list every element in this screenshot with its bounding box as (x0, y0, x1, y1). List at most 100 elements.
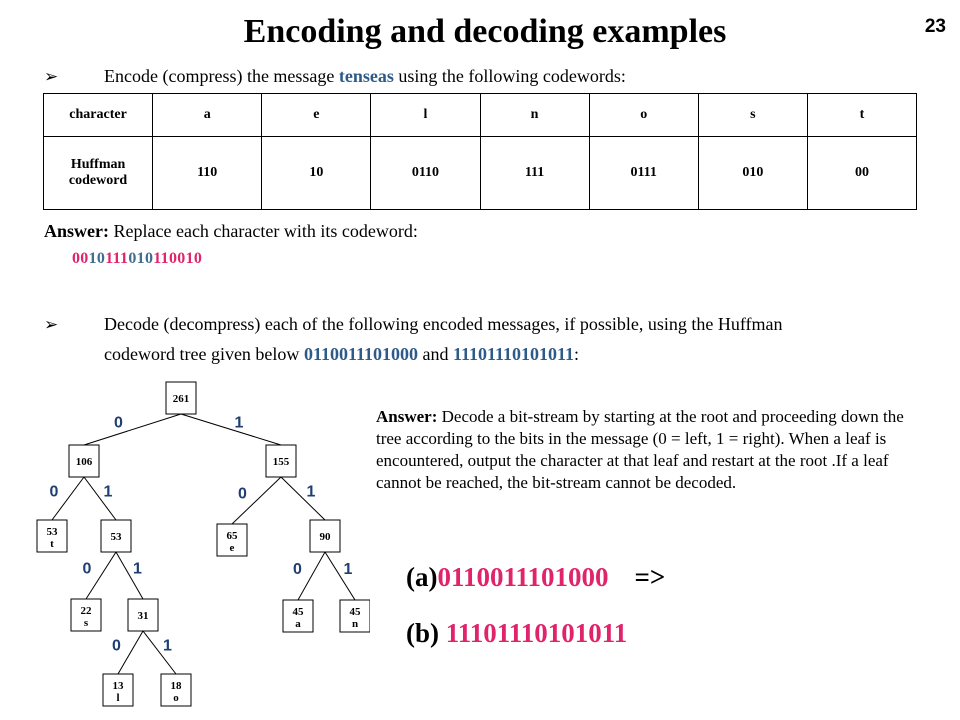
table-char-cell: t (806, 93, 918, 137)
node-weight: 65 (227, 530, 239, 542)
tree-edge (231, 476, 282, 525)
node-char: a (295, 618, 301, 630)
tree-internal-node: 90 (309, 519, 341, 553)
tree-edge (117, 630, 144, 675)
edge-bit-label: 0 (238, 486, 247, 503)
node-weight: 53 (111, 531, 123, 543)
node-weight: 45 (293, 606, 305, 618)
tree-edge (142, 630, 177, 675)
node-weight: 90 (320, 531, 332, 543)
encoded-segment: 111 (105, 250, 129, 267)
node-weight: 22 (81, 605, 93, 617)
tree-edge (83, 413, 182, 446)
table-code-cell: 0111 (588, 136, 699, 210)
row-label-line1: Huffman (70, 157, 126, 172)
node-weight: 53 (47, 526, 59, 538)
bullet-decode: ➢ Decode (decompress) each of the followi… (44, 313, 782, 336)
node-char: n (352, 618, 358, 630)
answer-encode-text: Replace each character with its codeword… (109, 221, 418, 241)
answer-encode: Answer: Replace each character with its … (44, 220, 418, 242)
page-number: 23 (924, 16, 946, 37)
answer-label: Answer: (44, 221, 109, 241)
node-char: o (173, 692, 179, 704)
decode-message-1: 0110011101000 (303, 344, 418, 364)
table-code-cell: 10 (261, 136, 372, 210)
edge-bit-label: 1 (133, 561, 142, 578)
table-char-cell: e (261, 93, 372, 137)
node-char: t (50, 538, 54, 550)
edge-bit-label: 1 (163, 638, 172, 655)
bullet-encode-text-end: using the following codewords: (393, 66, 626, 86)
table-char-cell: s (697, 93, 808, 137)
table-char-cell: a (152, 93, 263, 137)
decode-message-2: 11101110101011 (452, 344, 575, 364)
table-char-cell: l (370, 93, 481, 137)
bullet-encode: ➢ Encode (compress) the message tenseas u… (44, 65, 626, 88)
example-a-bits: 0110011101000 (437, 562, 609, 592)
node-char: l (116, 692, 119, 704)
encoded-segment: 010 (128, 250, 154, 267)
tree-edge (180, 413, 282, 446)
tree-internal-node: 261 (165, 381, 197, 415)
table-code-cell: 110 (152, 136, 263, 210)
bullet-arrow-icon: ➢ (44, 315, 59, 334)
edge-bit-label: 0 (83, 561, 92, 578)
tree-edge (83, 476, 117, 521)
tree-leaf-node: 45n (339, 599, 370, 633)
example-a-arrow: => (634, 562, 666, 592)
tree-leaf-node: 22s (70, 598, 102, 632)
table-code-cell: 00 (806, 136, 918, 210)
bullet-decode-text-2: codeword tree given below (104, 344, 304, 364)
tree-internal-node: 106 (68, 444, 100, 478)
bullet-decode-text: Decode (decompress) each of the followin… (104, 314, 783, 334)
bullet-encode-text: Encode (compress) the message (104, 66, 339, 86)
tree-edge (324, 551, 356, 601)
node-weight: 31 (138, 610, 149, 622)
edge-bit-label: 0 (112, 638, 121, 655)
tree-internal-node: 31 (127, 598, 159, 632)
tree-edge (85, 551, 117, 600)
bullet-decode-and: and (417, 344, 453, 364)
message-word: tenseas (338, 66, 394, 86)
tree-edge (115, 551, 144, 600)
node-weight: 261 (173, 393, 190, 405)
table-code-cell: 010 (697, 136, 808, 210)
answer-label: Answer: (376, 407, 438, 426)
example-b: (b) 11101110101011 (406, 618, 627, 649)
table-header-row: character a e l n o s t (42, 93, 918, 137)
tree-edge (280, 476, 326, 521)
edge-bit-label: 0 (50, 484, 59, 501)
tree-leaf-node: 53t (36, 519, 68, 553)
example-b-bits: 11101110101011 (445, 618, 628, 648)
tree-leaf-node: 18o (160, 673, 192, 707)
node-weight: 13 (113, 680, 125, 692)
tree-internal-node: 155 (265, 444, 297, 478)
tree-edge (51, 476, 85, 521)
table-char-cell: o (588, 93, 699, 137)
tree-leaf-node: 45a (282, 599, 314, 633)
tree-leaf-node: 13l (102, 673, 134, 707)
node-char: e (230, 542, 235, 554)
answer-decode-text: Decode a bit-stream by starting at the r… (376, 407, 904, 492)
bullet-decode-colon: : (574, 344, 580, 364)
edge-bit-label: 1 (307, 484, 316, 501)
edge-bit-label: 1 (344, 561, 353, 578)
answer-decode: Answer: Decode a bit-stream by starting … (376, 406, 912, 494)
encoded-segment: 010 (177, 250, 203, 267)
example-a: (a)0110011101000 => (406, 562, 665, 593)
example-a-label: (a) (406, 562, 438, 592)
node-weight: 155 (273, 456, 290, 468)
row-label-line2: codeword (68, 173, 128, 188)
encoded-segment: 110 (153, 250, 178, 267)
edge-bit-label: 1 (235, 415, 244, 432)
node-char: s (84, 617, 89, 629)
bullet-arrow-icon: ➢ (44, 67, 59, 86)
table-char-cell: n (479, 93, 590, 137)
edge-bit-label: 0 (114, 415, 123, 432)
encoded-segment: 10 (88, 250, 106, 267)
tree-leaf-node: 65e (216, 523, 248, 557)
